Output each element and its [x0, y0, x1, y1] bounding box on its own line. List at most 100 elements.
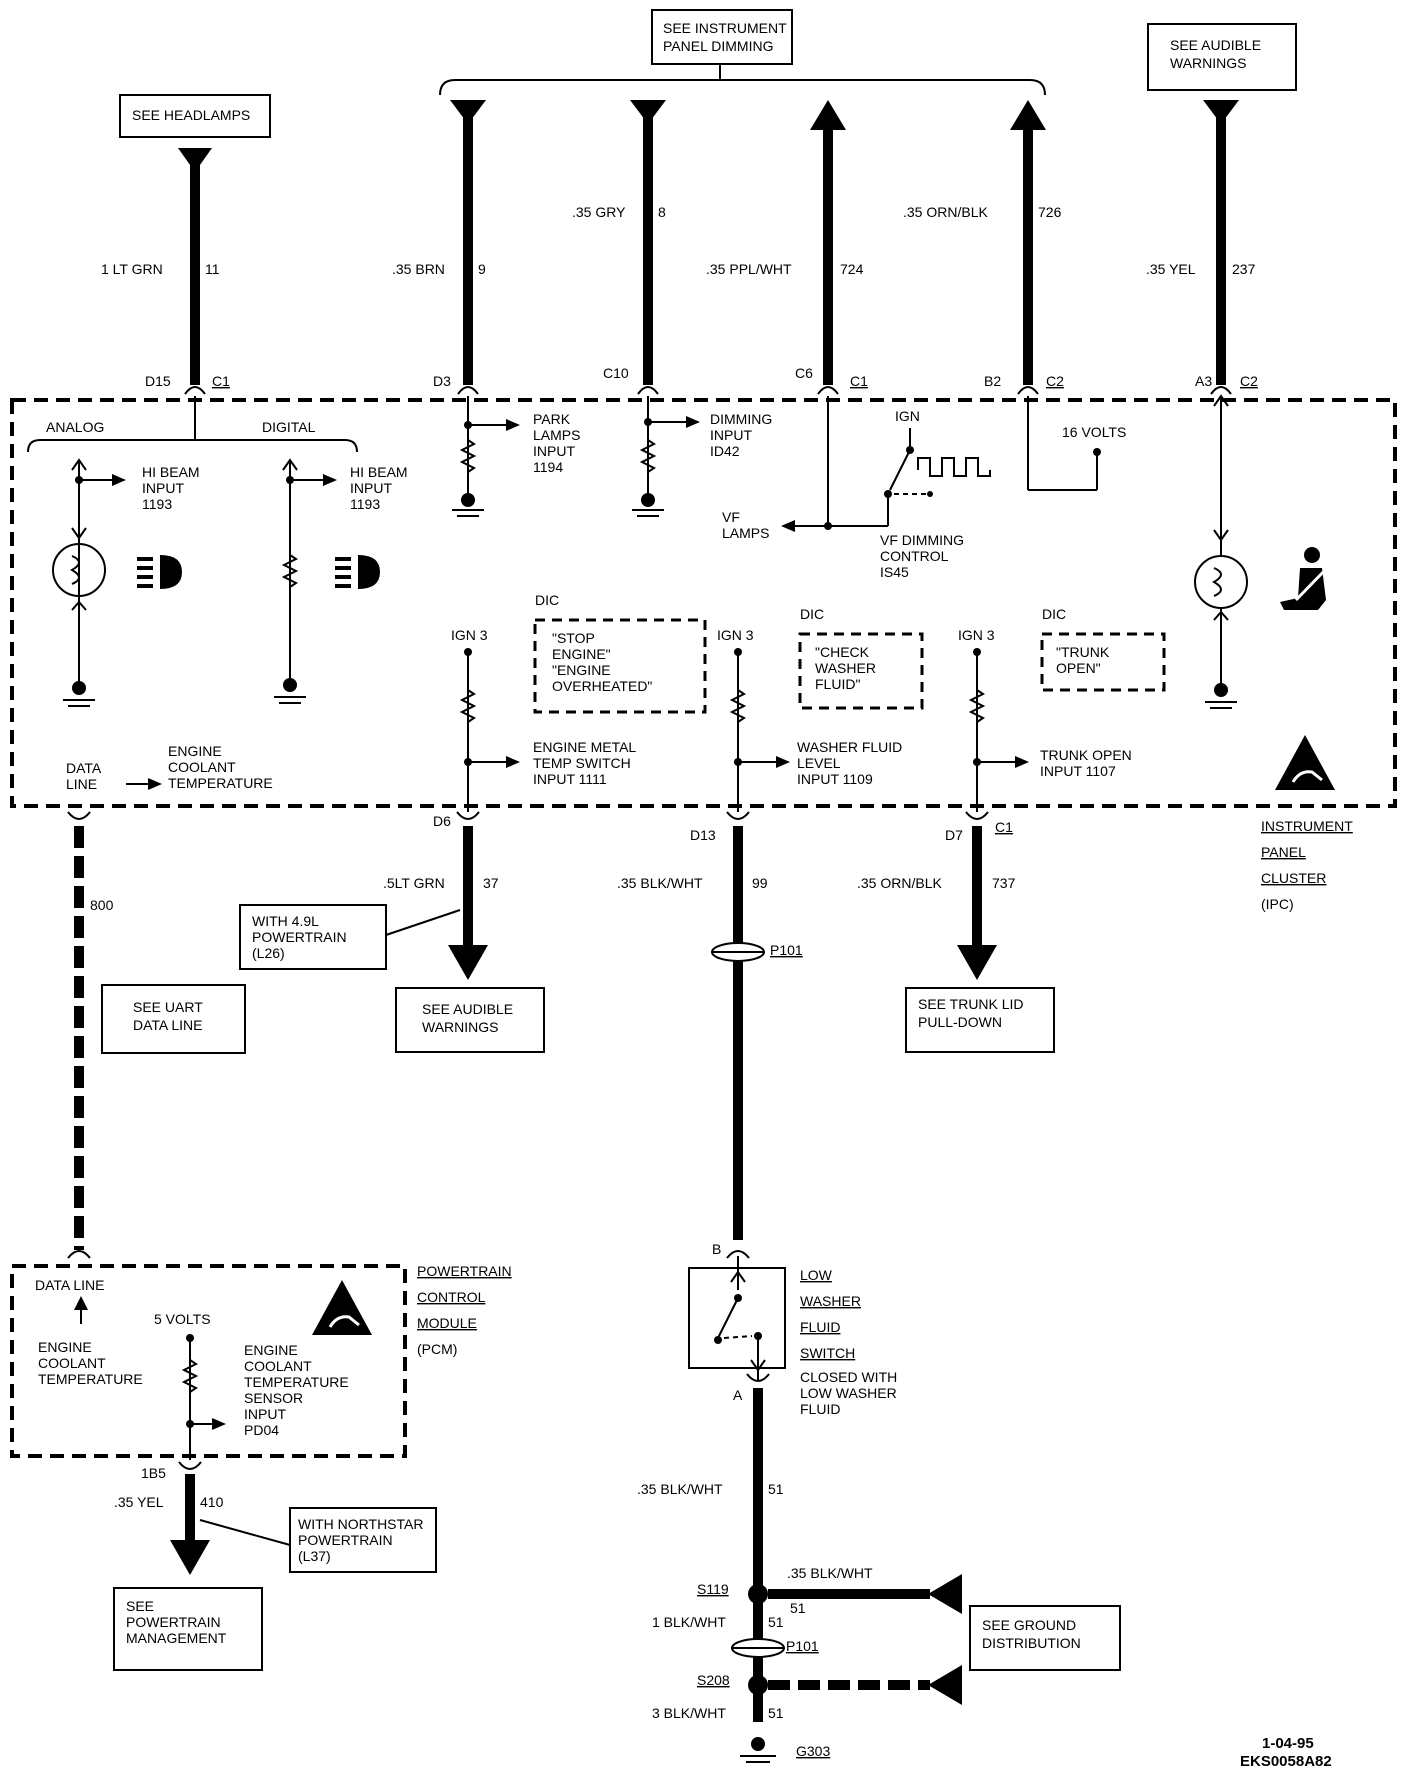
svg-text:OVERHEATED": OVERHEATED" — [552, 678, 652, 694]
svg-text:INPUT: INPUT — [710, 427, 752, 443]
wire-800: 800 — [74, 826, 114, 1250]
svg-text:PANEL: PANEL — [1261, 844, 1306, 860]
svg-text:16 VOLTS: 16 VOLTS — [1062, 424, 1126, 440]
svg-text:"TRUNK: "TRUNK — [1056, 644, 1110, 660]
svg-text:DIC: DIC — [1042, 606, 1066, 622]
ref-audible-bottom: SEE AUDIBLE WARNINGS — [395, 987, 545, 1053]
svg-text:1193: 1193 — [350, 496, 380, 512]
svg-text:IGN 3: IGN 3 — [717, 627, 754, 643]
note-l37: WITH NORTHSTAR POWERTRAIN (L37) — [199, 1507, 437, 1573]
svg-text:TRUNK OPEN: TRUNK OPEN — [1040, 747, 1132, 763]
esd-sensitive-icon — [1275, 735, 1335, 790]
svg-text:SENSOR: SENSOR — [244, 1390, 303, 1406]
svg-text:WITH 4.9L: WITH 4.9L — [252, 913, 319, 929]
wire-8: .35 GRY 8 — [572, 100, 666, 385]
svg-text:D3: D3 — [433, 373, 451, 389]
svg-text:CLUSTER: CLUSTER — [1261, 870, 1326, 886]
ref-headlamps-label: SEE HEADLAMPS — [132, 107, 250, 123]
low-washer-fluid-switch — [688, 1256, 786, 1382]
svg-text:DISTRIBUTION: DISTRIBUTION — [982, 1635, 1081, 1651]
ref-trunk-lid: SEE TRUNK LID PULL-DOWN — [905, 987, 1055, 1053]
wire-11: 1 LT GRN 11 — [101, 148, 220, 385]
svg-text:51: 51 — [768, 1614, 784, 1630]
ipc-label: INSTRUMENT PANEL CLUSTER (IPC) — [1261, 818, 1353, 912]
svg-text:99: 99 — [752, 875, 768, 891]
svg-text:HI BEAM: HI BEAM — [350, 464, 408, 480]
note-l26: WITH 4.9L POWERTRAIN (L26) — [239, 904, 461, 970]
svg-text:D7: D7 — [945, 827, 963, 843]
svg-text:COOLANT: COOLANT — [168, 759, 236, 775]
ref-ip-dimming: SEE INSTRUMENT PANEL DIMMING — [651, 9, 793, 65]
svg-text:LEVEL: LEVEL — [797, 755, 841, 771]
ref-uart: SEE UART DATA LINE — [101, 984, 246, 1054]
svg-text:3 BLK/WHT: 3 BLK/WHT — [652, 1705, 726, 1721]
svg-text:.35 GRY: .35 GRY — [572, 204, 626, 220]
svg-text:IGN 3: IGN 3 — [451, 627, 488, 643]
svg-text:ENGINE: ENGINE — [168, 743, 222, 759]
svg-text:C2: C2 — [1046, 373, 1064, 389]
svg-text:P101: P101 — [770, 942, 803, 958]
svg-text:SEE: SEE — [126, 1598, 154, 1614]
svg-text:ENGINE": ENGINE" — [552, 646, 611, 662]
washer-level-circuit: IGN 3 WASHER FLUID LEVEL INPUT 1109 — [717, 627, 902, 812]
svg-text:INPUT 1107: INPUT 1107 — [1040, 763, 1116, 779]
svg-text:FLUID": FLUID" — [815, 676, 860, 692]
svg-text:737: 737 — [992, 875, 1016, 891]
svg-text:INPUT 1111: INPUT 1111 — [533, 771, 607, 787]
svg-text:INSTRUMENT: INSTRUMENT — [1261, 818, 1353, 834]
svg-text:(PCM): (PCM) — [417, 1341, 457, 1357]
svg-text:INPUT: INPUT — [350, 480, 392, 496]
svg-text:INPUT 1109: INPUT 1109 — [797, 771, 873, 787]
svg-text:PANEL DIMMING: PANEL DIMMING — [663, 38, 773, 54]
footer-code: EKS0058A82 — [1240, 1753, 1332, 1770]
svg-text:S208: S208 — [697, 1672, 730, 1688]
svg-text:TEMPERATURE: TEMPERATURE — [244, 1374, 349, 1390]
svg-text:LOW WASHER: LOW WASHER — [800, 1385, 897, 1401]
svg-text:"CHECK: "CHECK — [815, 644, 870, 660]
park-lamps-circuit: PARK LAMPS INPUT 1194 — [452, 396, 580, 517]
svg-text:51: 51 — [768, 1705, 784, 1721]
ref-ground-dist: SEE GROUND DISTRIBUTION — [969, 1605, 1121, 1671]
svg-text:C2: C2 — [1240, 373, 1258, 389]
svg-text:DIMMING: DIMMING — [710, 411, 772, 427]
svg-text:51: 51 — [768, 1481, 784, 1497]
svg-text:.35 BLK/WHT: .35 BLK/WHT — [637, 1481, 723, 1497]
svg-text:PD04: PD04 — [244, 1422, 279, 1438]
svg-text:WASHER: WASHER — [800, 1293, 861, 1309]
svg-text:POWERTRAIN: POWERTRAIN — [417, 1263, 512, 1279]
svg-text:POWERTRAIN: POWERTRAIN — [298, 1532, 393, 1548]
dic-check-washer: DIC "CHECK WASHER FLUID" — [798, 606, 924, 710]
svg-text:CLOSED WITH: CLOSED WITH — [800, 1369, 897, 1385]
dic-stop-engine: DIC "STOP ENGINE" "ENGINE OVERHEATED" — [533, 592, 707, 714]
svg-text:FLUID: FLUID — [800, 1319, 840, 1335]
svg-text:.35 ORN/BLK: .35 ORN/BLK — [903, 204, 988, 220]
svg-text:.35 YEL: .35 YEL — [1146, 261, 1196, 277]
footer-date: 1-04-95 — [1262, 1735, 1314, 1752]
dimming-input-circuit: DIMMING INPUT ID42 — [632, 396, 772, 517]
svg-text:SEE UART: SEE UART — [133, 999, 203, 1015]
svg-text:726: 726 — [1038, 204, 1062, 220]
connector-cups-top — [184, 386, 1232, 395]
svg-text:WASHER: WASHER — [815, 660, 876, 676]
ref-headlamps: SEE HEADLAMPS — [119, 94, 271, 138]
ref-powertrain-mgmt: SEE POWERTRAIN MANAGEMENT — [113, 1587, 263, 1671]
svg-text:TEMPERATURE: TEMPERATURE — [168, 775, 273, 791]
svg-text:SWITCH: SWITCH — [800, 1345, 855, 1361]
svg-text:IS45: IS45 — [880, 564, 909, 580]
svg-text:1B5: 1B5 — [141, 1465, 166, 1481]
svg-text:CONTROL: CONTROL — [880, 548, 949, 564]
svg-text:1193: 1193 — [142, 496, 172, 512]
svg-text:PARK: PARK — [533, 411, 571, 427]
seatbelt-icon — [1280, 547, 1332, 610]
headlamp-icon — [137, 555, 182, 589]
analog-hi-beam-circuit: HI BEAM INPUT 1193 — [52, 458, 200, 707]
svg-text:WARNINGS: WARNINGS — [422, 1019, 498, 1035]
wire-37: .5LT GRN 37 — [383, 826, 499, 980]
svg-text:D13: D13 — [690, 827, 716, 843]
svg-text:PULL-DOWN: PULL-DOWN — [918, 1014, 1002, 1030]
svg-text:SEE INSTRUMENT: SEE INSTRUMENT — [663, 20, 787, 36]
svg-text:FLUID: FLUID — [800, 1401, 840, 1417]
svg-text:B2: B2 — [984, 373, 1001, 389]
svg-text:IGN: IGN — [895, 408, 920, 424]
